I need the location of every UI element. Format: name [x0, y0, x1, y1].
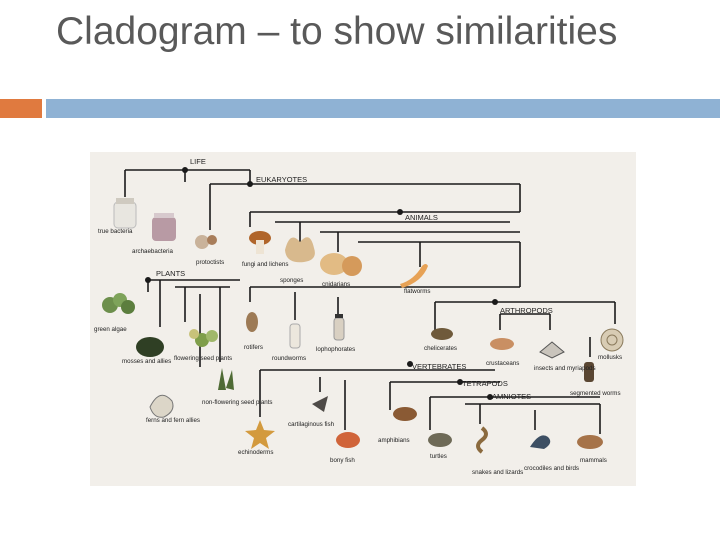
cartilaginous-fish-illustration: [312, 396, 328, 412]
organism-illustrations: [102, 198, 623, 452]
clade-label-life: LIFE: [190, 157, 206, 166]
amphibian-illustration: [393, 407, 417, 421]
taxon-label: amphibians: [378, 437, 410, 444]
taxon-label: rotifers: [244, 344, 263, 351]
taxon-label: turtles: [430, 453, 447, 460]
node-life: [182, 167, 188, 173]
taxon-label: cnidarians: [322, 281, 350, 288]
taxon-label: crustaceans: [486, 360, 519, 367]
cnidarian-illustration: [320, 253, 362, 276]
protoctist-illustration: [195, 235, 217, 249]
node-plants: [145, 277, 151, 283]
starfish-illustration: [245, 420, 275, 449]
cladogram-figure: LIFE EUKARYOTES PLANTS ANIMALS ARTHROPOD…: [90, 152, 636, 486]
moss-illustration: [136, 337, 164, 357]
taxon-label: mammals: [580, 457, 607, 464]
taxon-label: ferns and fern allies: [146, 417, 200, 424]
clade-label-arthropods: ARTHROPODS: [500, 306, 553, 315]
insect-illustration: [540, 342, 564, 358]
taxon-label: insects and myriapods: [534, 365, 596, 372]
taxon-label: mosses and allies: [122, 358, 171, 365]
rotifer-illustration: [246, 312, 258, 332]
node-arthropods: [492, 299, 498, 305]
taxon-label: protoctists: [196, 259, 224, 266]
bird-illustration: [530, 435, 550, 449]
clade-label-amniotes: AMNIOTES: [492, 392, 531, 401]
taxon-label: archaebacteria: [132, 248, 173, 255]
cladogram-svg: LIFE EUKARYOTES PLANTS ANIMALS ARTHROPOD…: [90, 152, 636, 486]
title-accent-bar-blue: [46, 99, 720, 118]
taxon-label: roundworms: [272, 355, 306, 362]
fern-illustration: [150, 395, 173, 417]
taxon-label: snakes and lizards: [472, 469, 523, 476]
taxon-label: flowering seed plants: [174, 355, 232, 362]
taxon-label: crocodiles and birds: [524, 465, 579, 472]
mushroom-illustration: [249, 231, 271, 254]
tree-branches: [125, 170, 615, 434]
taxon-label: segmented worms: [570, 390, 621, 397]
clade-label-vertebrates: VERTEBRATES: [412, 362, 466, 371]
taxon-label: chelicerates: [424, 345, 457, 352]
non-flowering-plant-illustration: [218, 368, 234, 390]
taxon-label: echinoderms: [238, 449, 273, 456]
taxon-label: true bacteria: [98, 228, 133, 235]
taxon-label: green algae: [94, 326, 127, 333]
flowering-plant-illustration: [189, 329, 218, 347]
snake-illustration: [478, 428, 486, 452]
bony-fish-illustration: [336, 432, 360, 448]
clade-label-eukaryotes: EUKARYOTES: [256, 175, 307, 184]
taxon-label: lophophorates: [316, 346, 355, 353]
node-animals: [397, 209, 403, 215]
archaebacteria-jar-illustration: [152, 213, 176, 241]
bacteria-jar-illustration: [114, 198, 136, 228]
taxon-label: flatworms: [404, 288, 430, 295]
clade-label-plants: PLANTS: [156, 269, 185, 278]
chelicerate-illustration: [431, 328, 453, 340]
taxon-label: bony fish: [330, 457, 355, 464]
flatworm-illustration: [400, 264, 428, 288]
turtle-illustration: [428, 433, 452, 447]
clade-label-animals: ANIMALS: [405, 213, 438, 222]
clade-label-tetrapods: TETRAPODS: [462, 379, 508, 388]
taxon-label: mollusks: [598, 354, 622, 361]
roundworm-vial-illustration: [290, 324, 300, 348]
taxon-label: cartilaginous fish: [288, 421, 335, 428]
green-algae-illustration: [102, 293, 135, 314]
slide-title: Cladogram – to show similarities: [56, 8, 656, 56]
crustacean-illustration: [490, 338, 514, 350]
mollusk-shell-illustration: [601, 329, 623, 351]
taxon-label: non-flowering seed plants: [202, 399, 273, 406]
node-eukaryotes: [247, 181, 253, 187]
taxon-label: fungi and lichens: [242, 261, 288, 268]
mammal-illustration: [577, 435, 603, 449]
lophophorate-jar-illustration: [334, 314, 344, 340]
taxon-label: sponges: [280, 277, 303, 284]
title-accent-bar-orange: [0, 99, 42, 118]
